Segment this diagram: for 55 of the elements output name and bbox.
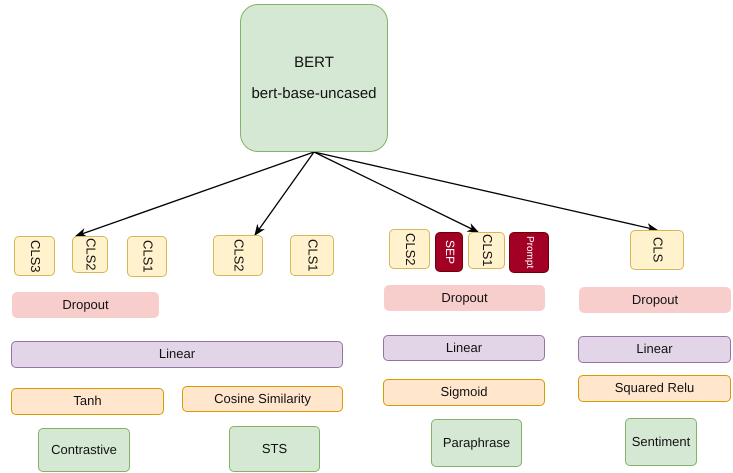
activation-box [578,375,731,402]
activation-box [383,379,545,406]
token-box [509,232,549,273]
arrow [314,151,480,233]
node-label: Dropout [62,298,109,312]
model-box [431,419,522,467]
layer-box [579,287,731,313]
arrow [314,151,658,232]
node-label: Dropout [441,290,488,306]
node-label: Dropout [632,292,678,308]
token-box [389,229,430,269]
layer-box [11,341,343,368]
node-label: CLS [650,237,664,263]
node-label: bert-base-uncased [251,85,377,102]
node-label: Squared Relu [614,381,694,396]
layer-box [12,292,159,318]
token-box [213,235,263,276]
node-label: Sigmoid [440,385,488,400]
node-label: CLS3 [27,240,42,272]
token-box [290,235,334,276]
node-label: Paraphrase [442,436,510,450]
node-label: BERT [294,54,334,71]
node-label: CLS2 [230,239,246,272]
token-box [127,236,167,277]
model-box [625,418,697,466]
node-label: Linear [636,342,673,357]
token-box [14,236,55,276]
node-label: Sentiment [632,434,690,450]
node-label: STS [262,442,288,456]
node-label: Tanh [73,394,102,409]
model-box [240,4,388,152]
node-label: Linear [446,340,482,356]
activation-box [11,388,164,415]
layer-box [383,335,545,361]
activation-box [182,386,343,412]
node-label: Prompt [523,236,535,269]
node-label: Contrastive [51,442,117,458]
node-label: CLS2 [402,232,417,266]
node-label: CLS1 [304,239,320,272]
token-box [435,232,463,272]
layer-box [578,336,731,363]
arrow [254,152,315,236]
model-box [229,426,320,472]
node-label: CLS2 [82,238,98,271]
model-box [38,428,130,472]
node-label: Linear [158,347,196,362]
token-box [72,236,108,273]
token-box [468,232,505,269]
arrow [74,151,314,237]
token-box [630,230,684,270]
layer-box [384,285,545,311]
node-label: SEP [442,240,456,264]
node-label: CLS1 [479,234,494,267]
node-label: CLS1 [140,240,154,273]
node-label: Cosine Similarity [214,392,311,406]
